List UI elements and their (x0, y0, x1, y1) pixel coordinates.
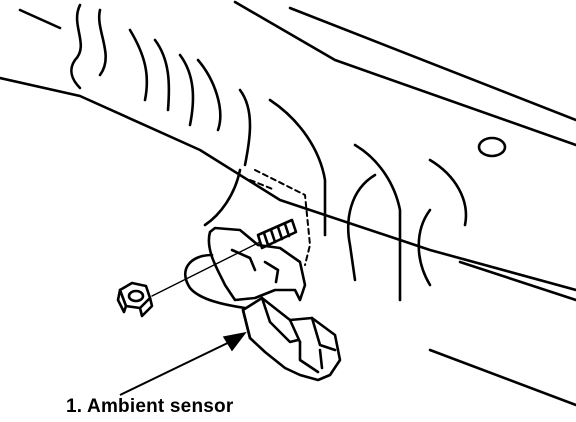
mounting-bracket (207, 226, 307, 302)
callout-label: Ambient sensor (87, 396, 234, 417)
hidden-bracket-outline (254, 169, 311, 266)
assembly-guide-line (151, 241, 261, 297)
flange-nut (116, 281, 154, 318)
sensor-wire (183, 253, 247, 310)
panel-ribs (70, 3, 468, 302)
callout-number: 1. (66, 396, 83, 417)
stud-bolt (256, 218, 298, 250)
mounting-hole (477, 136, 507, 158)
callout-leader (119, 331, 247, 396)
callout-ambient-sensor: 1. Ambient sensor (66, 396, 233, 418)
ambient-sensor (241, 296, 342, 382)
bumper-beam (0, 0, 576, 407)
